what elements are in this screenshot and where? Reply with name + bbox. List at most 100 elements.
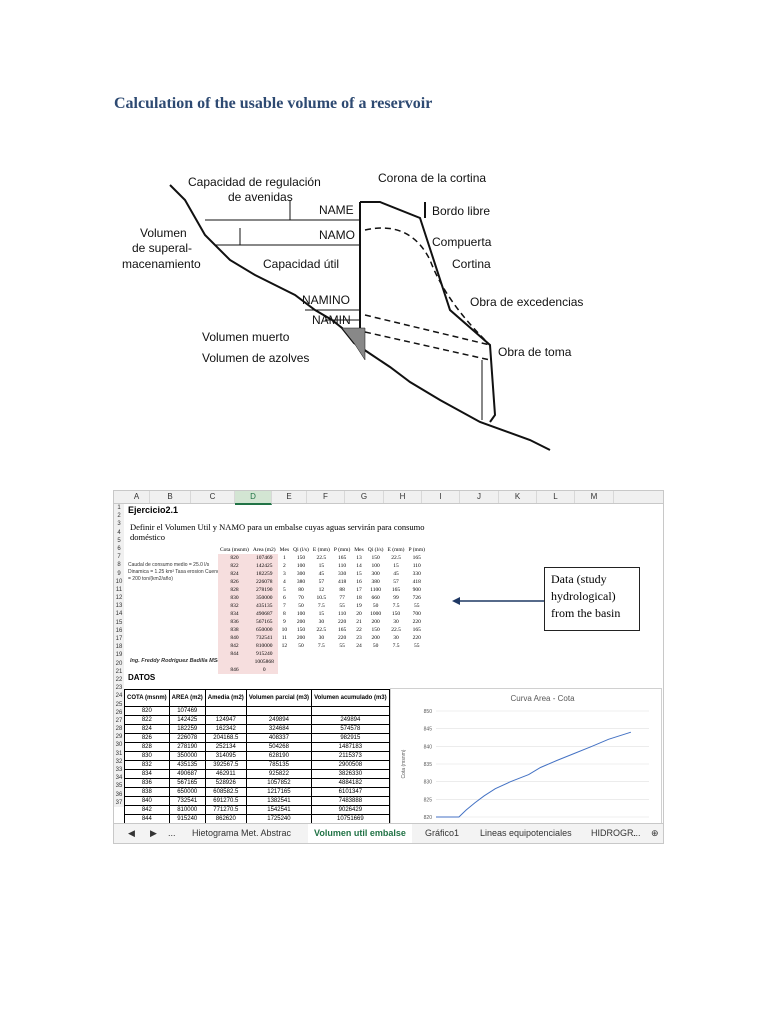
column-header-h[interactable]: H (384, 491, 422, 503)
data-table-header[interactable]: Volumen parcial (m3) (245, 689, 313, 707)
row-header[interactable]: 23 (114, 684, 124, 693)
table-cell[interactable]: 771270.5 (204, 805, 247, 815)
column-header-a[interactable]: A (124, 491, 150, 503)
row-header[interactable]: 31 (114, 749, 124, 758)
row-header[interactable]: 36 (114, 790, 124, 799)
table-cell[interactable]: 9026429 (311, 805, 390, 815)
table-cell[interactable] (204, 706, 247, 716)
table-cell[interactable]: 628190 (245, 751, 313, 761)
table-cell[interactable]: 226078 (168, 733, 206, 743)
row-header[interactable]: 3 (114, 520, 124, 529)
table-cell[interactable]: 2900508 (311, 760, 390, 770)
row-header[interactable]: 33 (114, 766, 124, 775)
tab-nav-prev[interactable]: ◀ (128, 828, 135, 838)
table-cell[interactable]: 2115373 (311, 751, 390, 761)
row-header[interactable]: 35 (114, 782, 124, 791)
data-table-header[interactable]: Amedia (m2) (204, 689, 247, 707)
table-cell[interactable]: 828 (124, 742, 170, 752)
row-header[interactable]: 10 (114, 577, 124, 586)
tab-ellipsis-right[interactable]: ... (633, 828, 641, 838)
table-cell[interactable]: 832 (124, 760, 170, 770)
table-cell[interactable]: 925822 (245, 769, 313, 779)
table-cell[interactable]: 182259 (168, 724, 206, 734)
row-header[interactable]: 7 (114, 553, 124, 562)
tab-ellipsis-left[interactable]: ... (168, 828, 176, 838)
table-cell[interactable]: 834 (124, 769, 170, 779)
table-cell[interactable]: 435135 (168, 760, 206, 770)
table-cell[interactable]: 842 (124, 805, 170, 815)
table-cell[interactable]: 810000 (168, 805, 206, 815)
row-header[interactable]: 4 (114, 528, 124, 537)
table-cell[interactable]: 324684 (245, 724, 313, 734)
column-header-m[interactable]: M (575, 491, 614, 503)
table-cell[interactable]: 252134 (204, 742, 247, 752)
table-cell[interactable]: 4884182 (311, 778, 390, 788)
table-cell[interactable]: 490687 (168, 769, 206, 779)
table-cell[interactable]: 6101347 (311, 787, 390, 797)
table-cell[interactable]: 504268 (245, 742, 313, 752)
table-cell[interactable]: 830 (124, 751, 170, 761)
table-cell[interactable]: 1487183 (311, 742, 390, 752)
row-header[interactable]: 22 (114, 675, 124, 685)
tab-nav-next[interactable]: ▶ (150, 828, 157, 838)
data-table-header[interactable]: COTA (msnm) (124, 689, 170, 707)
table-cell[interactable]: 249894 (311, 715, 390, 725)
row-header[interactable]: 11 (114, 585, 124, 595)
table-cell[interactable]: 982915 (311, 733, 390, 743)
table-cell[interactable]: 650000 (168, 787, 206, 797)
row-header[interactable]: 37 (114, 798, 124, 807)
table-cell[interactable]: 822 (124, 715, 170, 725)
row-header[interactable]: 30 (114, 741, 124, 750)
add-sheet-icon[interactable]: ⊕ (651, 828, 659, 838)
exercise-note[interactable]: Caudal de consumo medio = 25.0 l/s Dinam… (128, 562, 223, 582)
row-header[interactable]: 16 (114, 626, 124, 635)
data-table-header[interactable]: AREA (m2) (168, 689, 206, 707)
row-header[interactable]: 34 (114, 774, 124, 783)
table-cell[interactable]: 462911 (204, 769, 247, 779)
exercise-title[interactable]: Ejercicio2.1 (128, 505, 179, 515)
table-cell[interactable]: 836 (124, 778, 170, 788)
row-header[interactable]: 14 (114, 610, 124, 619)
row-header[interactable]: 5 (114, 536, 124, 545)
row-header[interactable]: 29 (114, 733, 124, 742)
column-header-d[interactable]: D (235, 491, 272, 505)
row-header[interactable]: 27 (114, 716, 124, 726)
row-header[interactable]: 20 (114, 659, 124, 668)
row-header[interactable]: 24 (114, 692, 124, 701)
table-cell[interactable]: 567165 (168, 778, 206, 788)
column-header-f[interactable]: F (307, 491, 345, 503)
table-cell[interactable]: 1057852 (245, 778, 313, 788)
column-header-c[interactable]: C (191, 491, 235, 503)
row-header[interactable]: 2 (114, 512, 124, 521)
row-header[interactable]: 12 (114, 594, 124, 603)
table-cell[interactable]: 278190 (168, 742, 206, 752)
row-header[interactable]: 18 (114, 643, 124, 652)
row-header[interactable]: 1 (114, 504, 124, 513)
table-cell[interactable]: 608582.5 (204, 787, 247, 797)
table-cell[interactable]: 820 (124, 706, 170, 716)
table-cell[interactable]: 350000 (168, 751, 206, 761)
tab-volumen-util[interactable]: Volumen util embalse (308, 824, 412, 843)
table-cell[interactable] (311, 706, 390, 716)
column-header-l[interactable]: L (537, 491, 575, 503)
table-cell[interactable] (245, 706, 313, 716)
table-cell[interactable]: 1217165 (245, 787, 313, 797)
callout-box[interactable]: Data (study hydrological) from the basin (544, 567, 640, 631)
table-cell[interactable]: 785135 (245, 760, 313, 770)
table-cell[interactable]: 691270.5 (204, 796, 247, 806)
row-header[interactable]: 8 (114, 561, 124, 570)
table-cell[interactable]: 162342 (204, 724, 247, 734)
table-cell[interactable]: 824 (124, 724, 170, 734)
table-cell[interactable]: 1542541 (245, 805, 313, 815)
table-cell[interactable]: 7483888 (311, 796, 390, 806)
table-cell[interactable]: 574578 (311, 724, 390, 734)
table-cell[interactable]: 838 (124, 787, 170, 797)
